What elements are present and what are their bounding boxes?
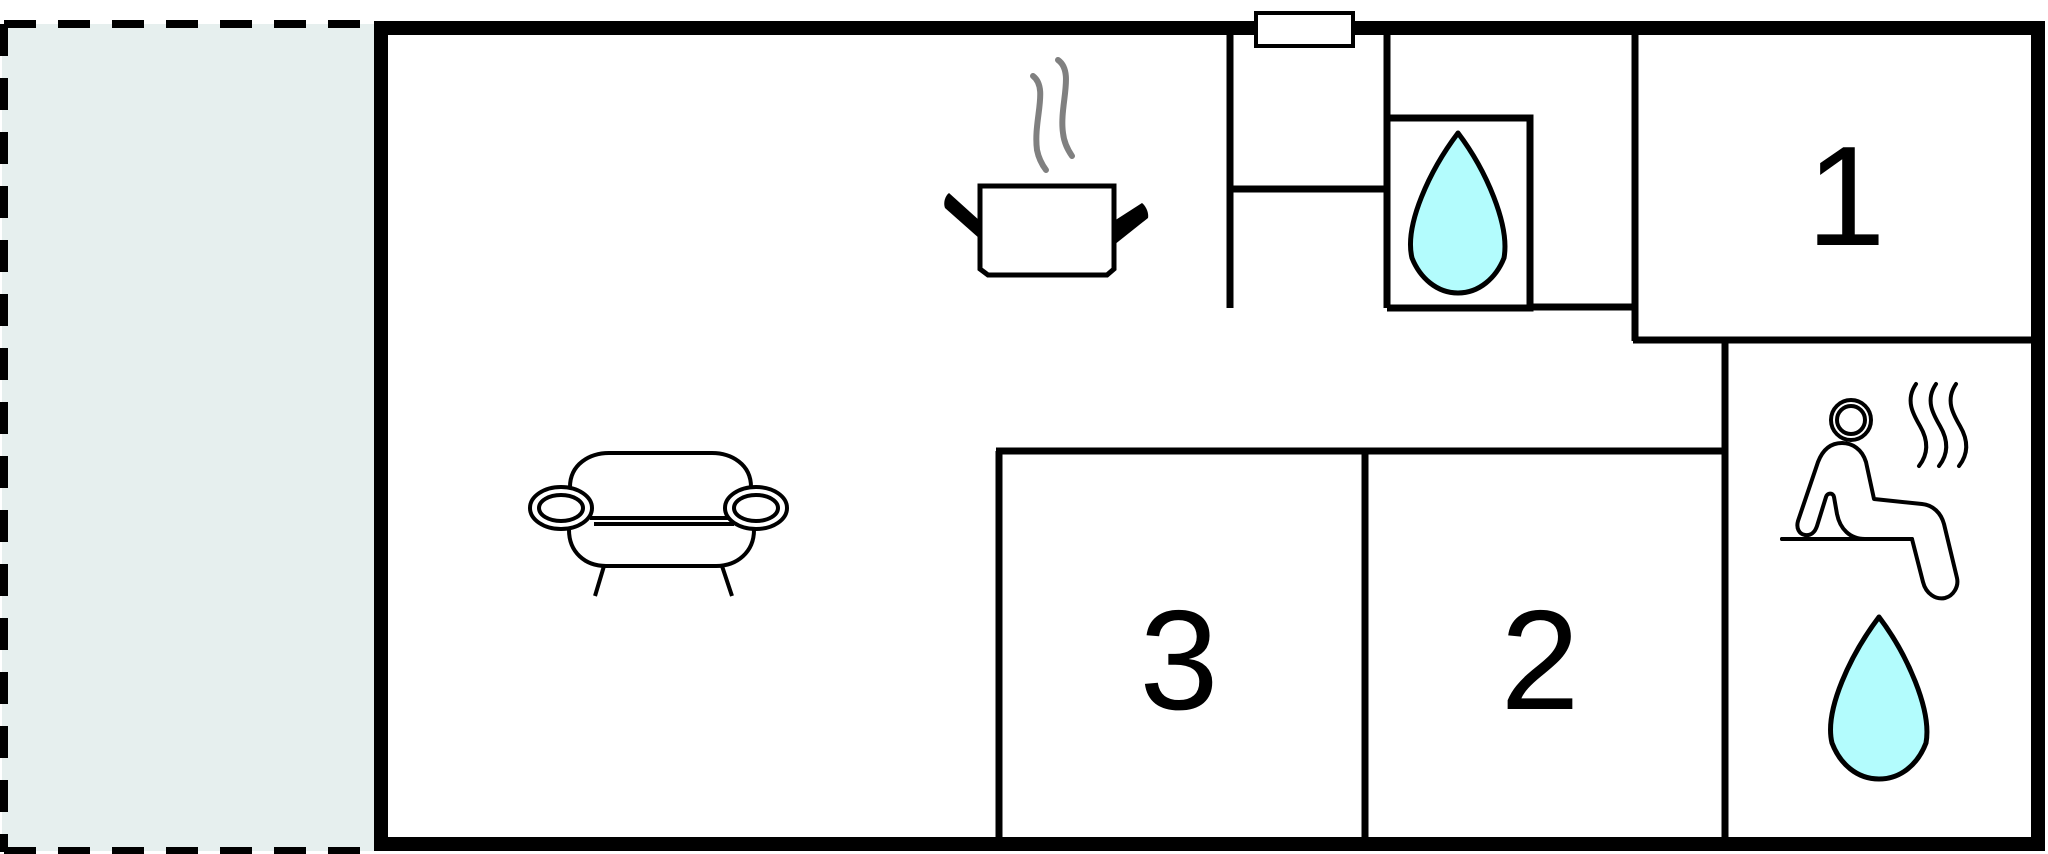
bedroom-1-label: 1 — [1807, 117, 1886, 276]
sofa-icon — [528, 451, 789, 597]
outer-wall — [374, 21, 2045, 851]
sauna-icon — [1780, 382, 1969, 601]
water-drop-icon — [1408, 130, 1508, 296]
terrace-area — [0, 20, 378, 854]
terrace-dashed-border — [0, 20, 378, 854]
interior-walls — [995, 30, 2038, 840]
terrace-fill — [2, 24, 378, 851]
bedroom-2-label: 2 — [1501, 581, 1580, 740]
bedroom-3-label: 3 — [1140, 581, 1219, 740]
cooking-pot-icon — [944, 57, 1149, 278]
water-drop-icon — [1828, 614, 1930, 782]
window — [1254, 11, 1355, 48]
